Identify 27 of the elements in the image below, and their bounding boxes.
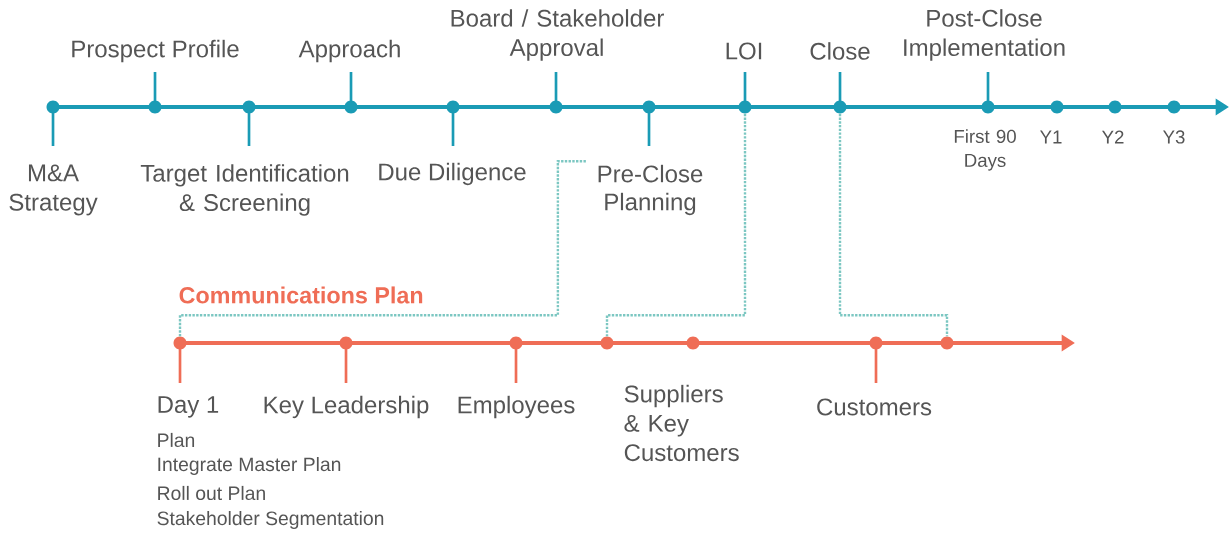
milestone-label: M&A Strategy — [9, 164, 98, 216]
connector-line — [178, 160, 586, 337]
list-item: Plan — [158, 432, 195, 448]
milestone-label: Employees — [458, 395, 575, 419]
milestone-label: Close — [810, 42, 870, 60]
connector-line — [838, 113, 949, 337]
milestone-label: Post-Close Implementation — [904, 9, 1065, 61]
milestone-label: Customers — [817, 398, 932, 416]
milestone-label: Approach — [298, 39, 400, 63]
connector-line — [605, 113, 747, 337]
milestone-label: LOI — [726, 42, 762, 60]
milestone-label: Y3 — [1163, 130, 1185, 144]
milestone-label: Due Diligence — [379, 162, 526, 186]
list-item: Integrate Master Plan — [158, 457, 341, 475]
milestone-label: Key Leadership — [264, 395, 429, 419]
milestone-label: Y2 — [1102, 130, 1124, 144]
milestone-label: Target Identification & Screening — [140, 164, 349, 216]
section-heading: Communications Plan — [179, 286, 423, 304]
milestone-label: Prospect Profile — [72, 39, 239, 63]
milestone-label: Y1 — [1040, 130, 1062, 144]
milestone-label: Day 1 — [158, 396, 219, 418]
list-item: Roll out Plan — [158, 485, 265, 501]
milestone-label: First 90 Days — [954, 129, 1016, 171]
milestone-label: Pre-Close Planning — [598, 164, 703, 216]
list-item: Stakeholder Segmentation — [157, 511, 384, 529]
milestone-label: Board / Stakeholder Approval — [451, 9, 664, 61]
milestone-label: Suppliers & Key Customers — [624, 384, 739, 462]
